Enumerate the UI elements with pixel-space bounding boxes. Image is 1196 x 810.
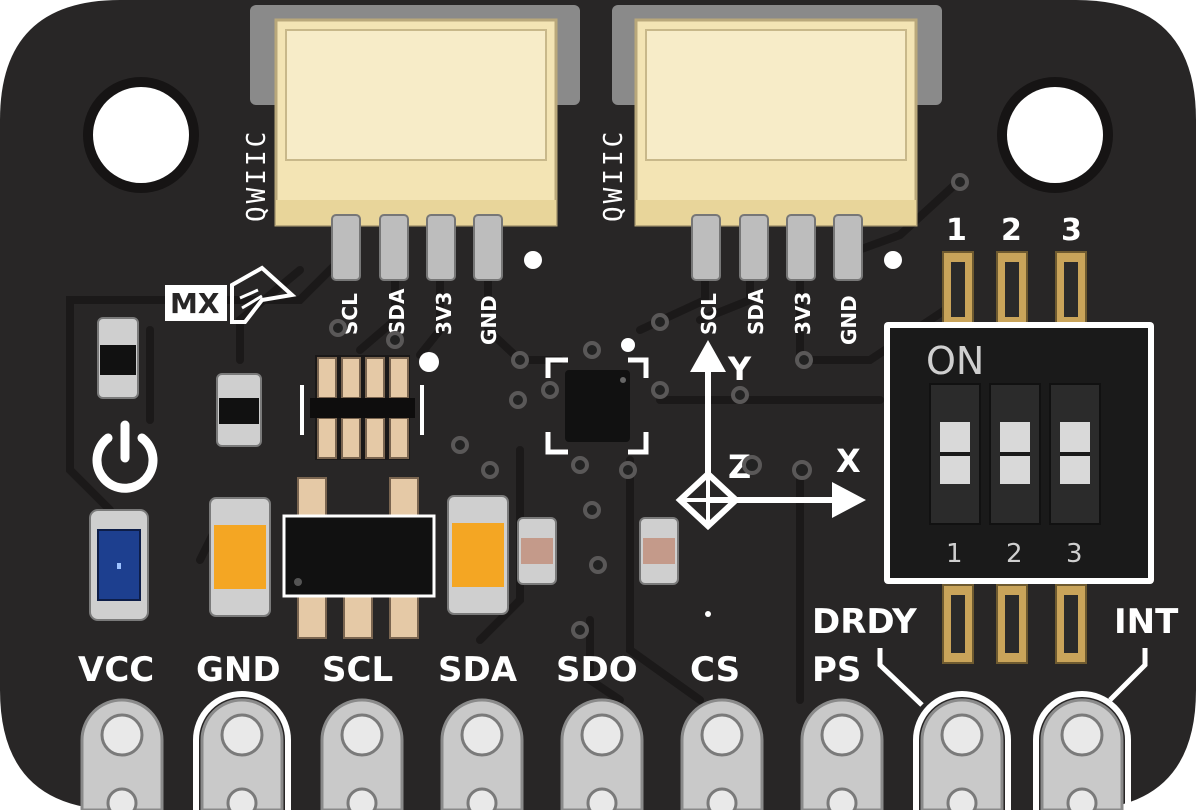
pin1-dot-1 [524,251,542,269]
pin1-dot-4 [621,338,635,352]
qwiic-label-1: QWIIC [242,129,272,222]
resistor-brown-1 [517,517,557,585]
dip-bottom-number-1: 1 [946,539,963,569]
pin-label-drdy: DRDY [812,602,917,642]
capacitor-left [209,497,271,617]
power-led [89,509,149,621]
dip-switch [884,251,1154,664]
svg-text:MX: MX [170,287,220,320]
resistor-left [216,373,262,447]
dip-top-number-3: 3 [1061,213,1082,248]
dip-on-label: ON [926,339,984,383]
pin1-dot-2 [884,251,902,269]
pin-label-gnd: GND [196,650,281,690]
qwiic2-pin-3v3: 3V3 [791,292,815,335]
dip-bottom-number-3: 3 [1066,539,1083,569]
dip-top-number-1: 1 [946,213,967,248]
qwiic-connector-2 [612,5,942,281]
qwiic1-pin-gnd: GND [477,295,501,345]
pin-label-cs: CS [690,650,740,690]
regulator-ic [282,477,436,639]
pin-label-sdo: SDO [556,650,638,690]
capacitor-right [447,495,509,615]
qwiic-label-2: QWIIC [599,129,629,222]
resistor-brown-2 [639,517,679,585]
qwiic1-pin-sda: SDA [385,288,409,335]
mounting-holes [83,77,1113,193]
qwiic-connector-1 [250,5,580,281]
mx-logo: MX [165,265,297,324]
pin-label-ps: PS [812,650,861,690]
pin-label-scl: SCL [322,650,393,690]
axis-y-label: Y [727,350,752,388]
sensor-chip [545,357,649,455]
pin1-dot-3 [419,352,439,372]
pin-label-sda: SDA [438,650,518,690]
qwiic2-pin-gnd: GND [837,295,861,345]
pin-label-int: INT [1114,602,1179,642]
resistor-network [300,355,424,460]
qwiic2-pin-sda: SDA [744,288,768,335]
axis-origin-icon [675,340,866,531]
header-pads [80,648,1148,810]
dip-bottom-number-2: 2 [1006,539,1023,569]
vias [329,173,969,639]
qwiic2-pin-scl: SCL [697,293,721,335]
resistor-top-left [97,317,139,399]
pin-label-vcc: VCC [78,650,154,690]
qwiic1-pin-3v3: 3V3 [432,292,456,335]
dip-top-number-2: 2 [1001,213,1022,248]
axis-x-label: X [836,442,861,480]
power-icon [92,420,158,493]
